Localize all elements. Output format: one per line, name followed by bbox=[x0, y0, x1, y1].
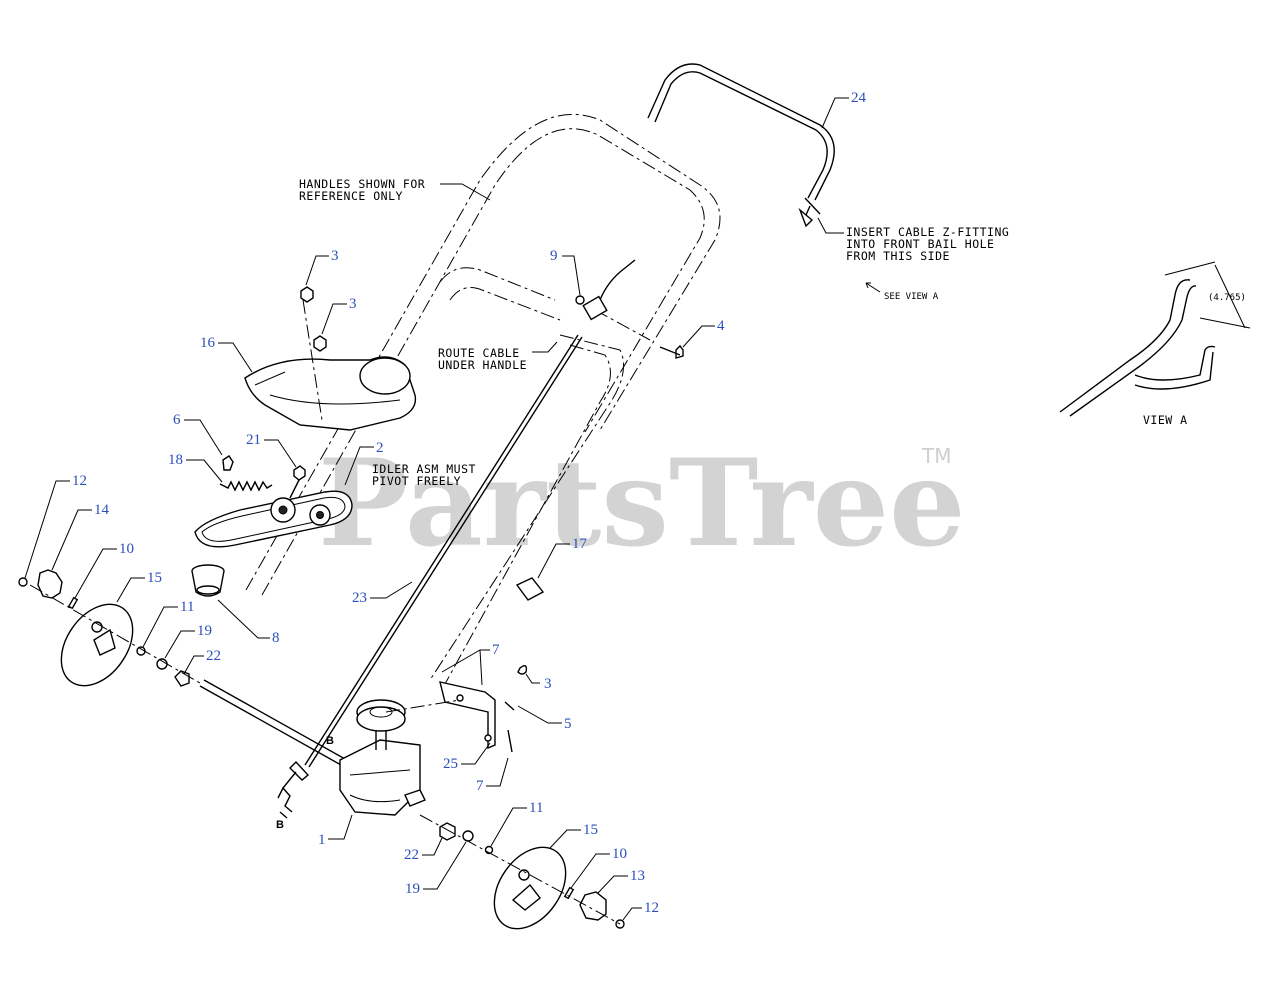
dimension-label: (4.765) bbox=[1208, 293, 1246, 303]
callout-11b: 11 bbox=[529, 800, 543, 816]
callout-3a: 3 bbox=[331, 248, 339, 264]
note-handles-1: HANDLES SHOWN FOR bbox=[299, 177, 425, 191]
axle bbox=[29, 584, 355, 771]
callout-1: 1 bbox=[318, 832, 326, 848]
note-insert-3: FROM THIS SIDE bbox=[846, 249, 950, 263]
callout-23: 23 bbox=[352, 590, 367, 606]
note-route-2: UNDER HANDLE bbox=[438, 358, 527, 372]
bracket bbox=[385, 665, 528, 753]
note-idler-2: PIVOT FREELY bbox=[372, 474, 461, 488]
callout-8: 8 bbox=[272, 630, 280, 646]
watermark: PartsTree bbox=[318, 433, 965, 574]
callout-12a: 12 bbox=[72, 473, 87, 489]
callout-12b: 12 bbox=[644, 900, 659, 916]
spring bbox=[219, 480, 273, 492]
callout-14: 14 bbox=[94, 502, 110, 518]
label-b-upper: B bbox=[326, 735, 334, 747]
callout-18: 18 bbox=[168, 452, 183, 468]
callout-19b: 19 bbox=[405, 881, 420, 897]
callout-7a: 7 bbox=[492, 642, 500, 658]
bushing bbox=[191, 564, 225, 597]
watermark-trademark: TM bbox=[921, 444, 951, 468]
callout-21: 21 bbox=[246, 432, 261, 448]
hardware bbox=[222, 286, 684, 601]
callout-10b: 10 bbox=[612, 846, 627, 862]
callout-11a: 11 bbox=[180, 599, 194, 615]
transmission: B bbox=[326, 699, 426, 816]
callout-22a: 22 bbox=[206, 648, 221, 664]
callout-2: 2 bbox=[376, 440, 384, 456]
right-wheel-stack bbox=[419, 814, 625, 930]
callout-10a: 10 bbox=[119, 541, 134, 557]
label-b-lower: B bbox=[276, 819, 284, 831]
note-route-1: ROUTE CABLE bbox=[438, 346, 520, 360]
callout-17: 17 bbox=[572, 536, 588, 552]
handle-outer bbox=[245, 113, 721, 685]
callout-7b: 7 bbox=[476, 778, 484, 794]
callout-25: 25 bbox=[443, 756, 458, 772]
belt-idler bbox=[194, 477, 353, 548]
note-insert-1: INSERT CABLE Z-FITTING bbox=[846, 225, 1009, 239]
notes: HANDLES SHOWN FOR REFERENCE ONLY INSERT … bbox=[299, 177, 1009, 488]
view-a-label: VIEW A bbox=[1143, 413, 1188, 427]
callout-19a: 19 bbox=[197, 623, 212, 639]
callout-3c: 3 bbox=[544, 676, 552, 692]
note-idler-1: IDLER ASM MUST bbox=[372, 462, 476, 476]
note-see-view: SEE VIEW A bbox=[884, 292, 939, 302]
callout-22b: 22 bbox=[404, 847, 419, 863]
note-handles-2: REFERENCE ONLY bbox=[299, 189, 403, 203]
callouts: 1 2 3 3 3 4 5 6 7 7 8 9 10 10 11 11 12 bbox=[24, 90, 867, 921]
callout-6: 6 bbox=[173, 412, 181, 428]
callout-9: 9 bbox=[550, 248, 558, 264]
control-cable: B bbox=[276, 259, 636, 831]
left-wheel-stack bbox=[18, 569, 190, 687]
callout-13: 13 bbox=[630, 868, 645, 884]
upper-bail bbox=[647, 63, 835, 228]
callout-4: 4 bbox=[717, 318, 725, 334]
callout-3b: 3 bbox=[349, 296, 357, 312]
callout-24: 24 bbox=[851, 90, 867, 106]
belt-cover bbox=[244, 356, 417, 431]
callout-15b: 15 bbox=[583, 822, 598, 838]
callout-15a: 15 bbox=[147, 570, 162, 586]
note-insert-2: INTO FRONT BAIL HOLE bbox=[846, 237, 994, 251]
callout-16: 16 bbox=[200, 335, 216, 351]
view-a-inset: (4.765) VIEW A bbox=[1059, 261, 1251, 427]
callout-5: 5 bbox=[564, 716, 572, 732]
